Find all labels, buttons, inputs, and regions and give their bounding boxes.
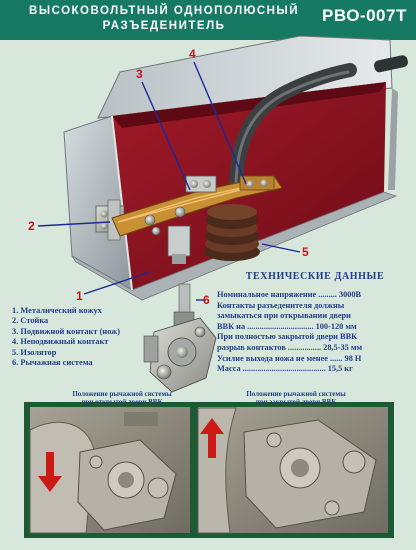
cable-highlight xyxy=(234,70,350,190)
insulator xyxy=(204,204,260,261)
spec-line: замыкаться при открывании двери xyxy=(217,311,351,321)
leader-2 xyxy=(37,221,111,227)
spec-line: При полностью закрытой двери ВВК xyxy=(217,332,358,342)
callout-2: 2 xyxy=(28,219,35,233)
legend-item: 1. Металический кожух xyxy=(12,306,102,315)
legend-item: 5. Изолятор xyxy=(12,347,57,357)
rear-cable-stub xyxy=(374,55,408,73)
leader-5 xyxy=(261,243,301,253)
legend-item: 2. Стойка xyxy=(12,316,49,326)
technical-data-title: ТЕХНИЧЕСКИЕ ДАННЫЕ xyxy=(245,271,385,282)
leader-lines xyxy=(37,61,301,301)
leader-4 xyxy=(193,61,247,185)
enclosure-inner-fold xyxy=(112,82,386,128)
leader-3 xyxy=(141,81,191,191)
caption-open-line1: Положение рычажной системы xyxy=(72,390,172,398)
closed-lever-arm xyxy=(197,407,237,534)
callout-1: 1 xyxy=(76,289,83,303)
caption-closed-line2: при закрытой двери ВВК xyxy=(255,398,337,406)
callout-4: 4 xyxy=(189,47,196,61)
enclosure-rim xyxy=(111,115,133,291)
spec-line: Усилие выхода ножа не менее ...... 98 Н xyxy=(217,353,362,363)
caption-open-door: Положение рычажной системы при открытой … xyxy=(52,390,192,406)
photo-closed-door xyxy=(197,407,388,534)
caption-closed-line1: Положение рычажной системы xyxy=(246,390,346,398)
callout-numbers: 3 4 2 5 1 6 xyxy=(28,47,309,307)
spec-line: Номинальное напряжение ......... 3000В xyxy=(217,290,362,299)
legend-item: 4. Неподвижный контакт xyxy=(12,337,109,347)
caption-closed-door: Положение рычажной системы при закрытой … xyxy=(226,390,366,406)
callout-5: 5 xyxy=(302,245,309,259)
callout-6: 6 xyxy=(203,293,210,307)
fixed-contact xyxy=(185,175,275,193)
header-title-line1: ВЫСОКОВОЛЬТНЫЙ ОДНОПОЛЮСНЫЙ xyxy=(29,5,299,17)
photo-open-door xyxy=(29,407,190,534)
arrow-up-icon xyxy=(200,418,224,458)
model-badge: РВО-007Т xyxy=(322,6,407,25)
leader-1 xyxy=(83,271,151,295)
header-title: ВЫСОКОВОЛЬТНЫЙ ОДНОПОЛЮСНЫЙ РАЗЪЕДЕНИТЕЛ… xyxy=(14,4,314,34)
spec-line: Масса ..................................… xyxy=(217,364,353,374)
callout-3: 3 xyxy=(136,67,143,81)
technical-data: ТЕХНИЧЕСКИЕ ДАННЫЕ Номинальное напряжени… xyxy=(217,271,413,375)
arrow-down-icon xyxy=(38,452,62,492)
spec-line: ВВК на ................................ … xyxy=(217,321,357,331)
spec-line: разрыв контактов ................ 28,5-3… xyxy=(217,342,363,352)
spec-line: Контакты разъеденителя должны xyxy=(217,300,345,310)
lever-system xyxy=(143,283,217,393)
legend-item: 3. Подвижной контакт (нож) xyxy=(12,326,121,336)
header-title-line2: РАЗЪЕДЕНИТЕЛЬ xyxy=(102,20,226,32)
enclosure-right-edge xyxy=(388,88,398,190)
header-band xyxy=(0,0,416,40)
caption-open-line2: при открытой двери ВВК xyxy=(81,398,163,406)
parts-legend: 1. Металический кожух 2. Стойка 3. Подви… xyxy=(12,306,120,368)
legend-item: 6. Рычажная система xyxy=(12,358,93,368)
